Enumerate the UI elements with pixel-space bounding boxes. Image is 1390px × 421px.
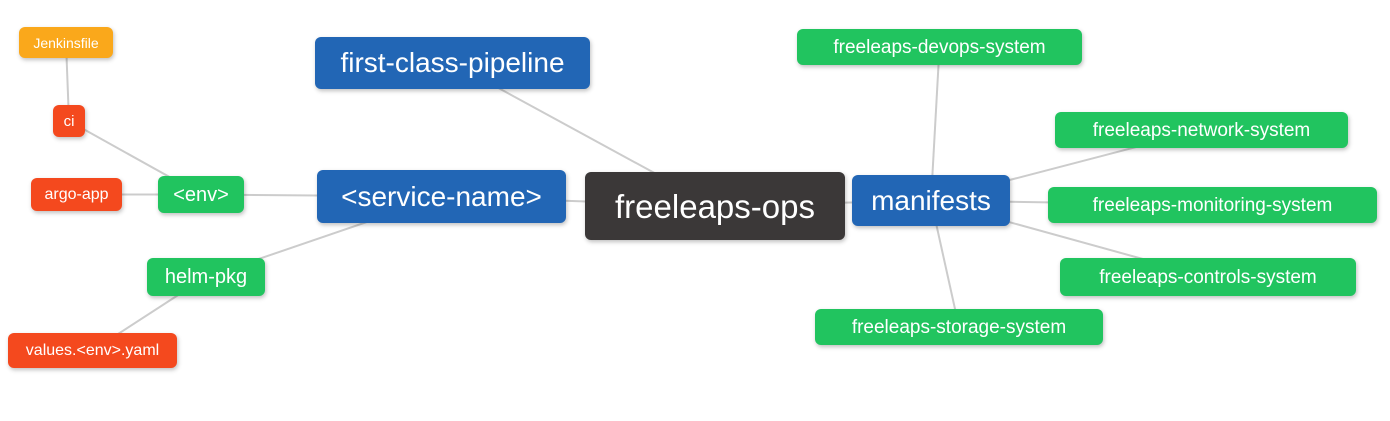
node-helm-pkg[interactable]: helm-pkg bbox=[147, 258, 265, 296]
node-ci[interactable]: ci bbox=[53, 105, 85, 137]
node-values-env-yaml[interactable]: values.<env>.yaml bbox=[8, 333, 177, 368]
node-first-class-pipeline[interactable]: first-class-pipeline bbox=[315, 37, 590, 89]
edge-manifests-freeleaps-devops-system bbox=[930, 46, 941, 201]
node-env[interactable]: <env> bbox=[158, 176, 244, 213]
node-freeleaps-devops-system[interactable]: freeleaps-devops-system bbox=[797, 29, 1082, 65]
node-freeleaps-ops[interactable]: freeleaps-ops bbox=[585, 172, 845, 240]
node-freeleaps-controls-system[interactable]: freeleaps-controls-system bbox=[1060, 258, 1356, 296]
node-freeleaps-monitoring-system[interactable]: freeleaps-monitoring-system bbox=[1048, 187, 1377, 223]
node-argo-app[interactable]: argo-app bbox=[31, 178, 122, 211]
node-manifests[interactable]: manifests bbox=[852, 175, 1010, 226]
node-service-name[interactable]: <service-name> bbox=[317, 170, 566, 223]
node-freeleaps-storage-system[interactable]: freeleaps-storage-system bbox=[815, 309, 1103, 345]
node-freeleaps-network-system[interactable]: freeleaps-network-system bbox=[1055, 112, 1348, 148]
node-jenkinsfile[interactable]: Jenkinsfile bbox=[19, 27, 113, 58]
